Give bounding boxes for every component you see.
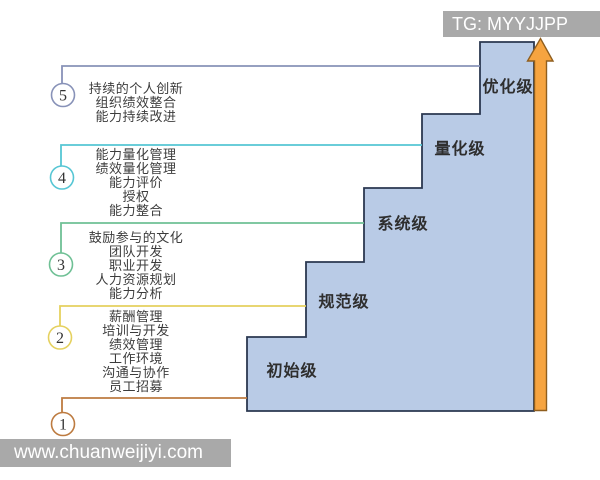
level-1-connector bbox=[61, 397, 247, 413]
step-label-level-1: 初始级 bbox=[266, 363, 318, 380]
level-3-number: 3 bbox=[57, 257, 65, 274]
level-2-connector bbox=[59, 305, 306, 326]
list-item: 组织绩效整合 bbox=[95, 95, 177, 110]
list-item: 能力量化管理 bbox=[95, 146, 177, 162]
step-label-level-4: 量化级 bbox=[434, 141, 486, 158]
step-label-level-2: 规范级 bbox=[318, 294, 370, 311]
list-item: 薪酬管理 bbox=[108, 309, 163, 324]
level-5-practices: 持续的个人创新组织绩效整合能力持续改进 bbox=[61, 82, 211, 124]
level-5-connector bbox=[61, 65, 480, 84]
list-item: 工作环境 bbox=[108, 351, 163, 366]
level-4-connector bbox=[60, 144, 422, 166]
list-item: 鼓励参与的文化 bbox=[88, 229, 184, 245]
level-3-practices: 鼓励参与的文化团队开发职业开发人力资源规划能力分析 bbox=[61, 229, 211, 301]
level-2-number: 2 bbox=[56, 330, 64, 347]
step-label-level-5: 优化级 bbox=[482, 79, 534, 96]
list-item: 持续的个人创新 bbox=[88, 81, 184, 96]
level-4-badge-circle bbox=[49, 165, 75, 190]
list-item: 员工招募 bbox=[108, 379, 163, 394]
level-1-number: 1 bbox=[59, 417, 67, 434]
level-3-connector bbox=[60, 222, 364, 253]
level-4-practices: 能力量化管理绩效量化管理能力评价授权能力整合 bbox=[61, 146, 211, 218]
list-item: 能力分析 bbox=[108, 285, 163, 301]
list-item: 团队开发 bbox=[108, 243, 163, 259]
level-2-practices: 薪酬管理培训与开发绩效管理工作环境沟通与协作员工招募 bbox=[61, 310, 211, 394]
level-1-badge-circle bbox=[50, 411, 76, 437]
level-5-badge-circle bbox=[50, 82, 76, 108]
list-item: 沟通与协作 bbox=[102, 365, 170, 380]
list-item: 职业开发 bbox=[108, 257, 163, 273]
list-item: 绩效量化管理 bbox=[95, 160, 177, 176]
level-4-number: 4 bbox=[58, 170, 66, 187]
list-item: 人力资源规划 bbox=[95, 271, 177, 287]
level-5-number: 5 bbox=[59, 88, 67, 105]
list-item: 绩效管理 bbox=[108, 337, 163, 352]
list-item: 授权 bbox=[122, 188, 150, 204]
watermark-website: www.chuanweijiyi.com bbox=[0, 439, 231, 467]
list-item: 能力整合 bbox=[108, 202, 163, 218]
level-2-badge-circle bbox=[47, 325, 73, 350]
list-item: 培训与开发 bbox=[102, 323, 170, 338]
level-3-badge-circle bbox=[48, 252, 74, 277]
watermark-telegram: TG: MYYJJPP bbox=[443, 11, 600, 37]
step-label-level-3: 系统级 bbox=[377, 216, 429, 233]
growth-arrow-icon bbox=[526, 37, 555, 412]
staircase-shape bbox=[246, 41, 535, 412]
list-item: 能力评价 bbox=[108, 174, 163, 190]
list-item: 能力持续改进 bbox=[95, 109, 177, 124]
